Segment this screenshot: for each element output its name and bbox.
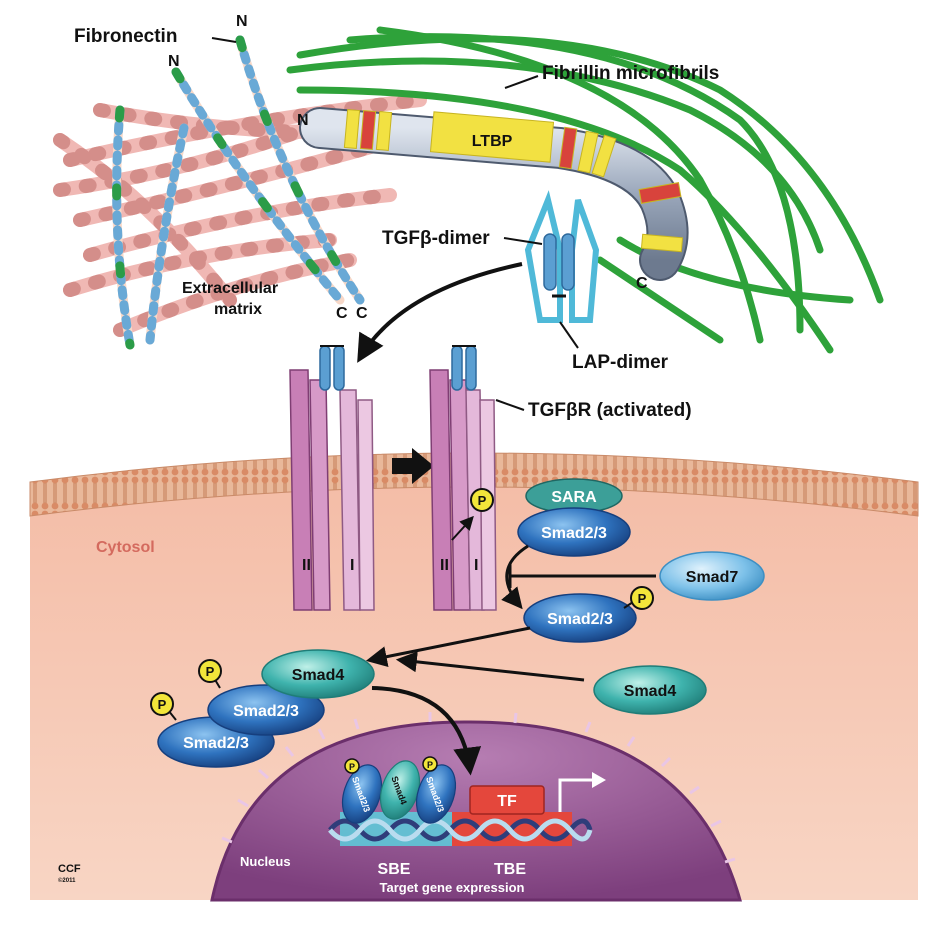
ltbp-n-terminal-label: N [297, 112, 309, 129]
dna-region [328, 812, 593, 846]
ltbp-protein: LTBP [299, 107, 689, 281]
lap-dimer-label: LAP-dimer [572, 352, 669, 373]
phospho-receptor-marker [470, 488, 494, 512]
ltbp-label: LTBP [472, 133, 513, 150]
complex-p-1: P [158, 697, 167, 712]
ccf-logo-year: ©2011 [58, 877, 76, 884]
cytosol-label: Cytosol [96, 539, 155, 556]
c-terminal-label-2: C [356, 305, 368, 322]
free-smad4: Smad4 [593, 665, 707, 715]
phospho-smad23-label: Smad2/3 [547, 611, 613, 628]
nuclear-pores [221, 712, 736, 864]
fibrillin-label: Fibrillin microfibrils [542, 63, 719, 84]
receptor-assembly-arrow [392, 448, 434, 484]
tbe-label: TBE [494, 861, 526, 878]
ltbp-c-terminal-label: C [636, 275, 648, 292]
complex-p-2: P [206, 664, 215, 679]
phospho-smad23-p: P [638, 591, 647, 606]
receptor-i-label: I [350, 557, 354, 574]
ltbp-bands [343, 109, 684, 253]
receptor-activated: II I P [429, 345, 497, 611]
smad23-sara-label: Smad2/3 [541, 525, 607, 542]
tgfb-dimer-label: TGFβ-dimer [382, 228, 490, 249]
receptor-i-label-active: I [474, 557, 478, 574]
smad7-label: Smad7 [686, 569, 739, 586]
ecm-label-line2: matrix [214, 301, 262, 318]
tgfbr-label: TGFβR (activated) [528, 400, 692, 421]
nuclear-translocation-arrow [371, 686, 482, 776]
n-terminal-label: N [236, 13, 248, 30]
ccf-logo-text: CCF [58, 863, 81, 875]
nuclear-smad-complex: Smad2/3 Smad4 Smad2/3 P P [341, 756, 457, 824]
fibronectin-strands [112, 35, 365, 350]
phospho-smad23: Smad2/3 P [523, 586, 654, 643]
cytoplasmic-smad-complex: Smad2/3 Smad2/3 Smad4 P P [150, 649, 375, 768]
sbe-label: SBE [378, 861, 411, 878]
complex-smad4-label: Smad4 [292, 667, 345, 684]
smad4-to-complex-arrow [395, 651, 585, 682]
target-gene-label: Target gene expression [380, 880, 525, 895]
c-terminal-label: C [336, 305, 348, 322]
sara-label: SARA [551, 489, 597, 506]
receptor-ii-label: II [302, 557, 311, 574]
transcription-factor: TF [469, 785, 545, 815]
transcription-start-arrow [558, 778, 596, 812]
smad7: Smad7 [659, 551, 765, 601]
sara-smad-complex: SARA Smad2/3 [517, 478, 631, 557]
smad-phosphorylation-arrow [501, 544, 529, 610]
fibronectin-label: Fibronectin [74, 26, 177, 47]
nuclear-p-1: P [349, 762, 355, 772]
latent-tgfb-complex [524, 190, 600, 323]
ccf-logo: CCF ©2011 [58, 863, 81, 884]
receptor-inactive: II I [289, 345, 375, 611]
nucleus-label: Nucleus [240, 854, 291, 869]
receptor-ii-label-active: II [440, 557, 449, 574]
nuclear-p-2: P [427, 760, 433, 770]
activation-arrow [357, 262, 523, 363]
free-smad4-label: Smad4 [624, 683, 677, 700]
complex-smad23-lower-label: Smad2/3 [183, 735, 249, 752]
tf-label: TF [497, 793, 517, 810]
ecm-label-line1: Extracellular [182, 280, 278, 297]
n-terminal-label-2: N [168, 53, 180, 70]
complex-smad23-upper-label: Smad2/3 [233, 703, 299, 720]
phospho-receptor-label: P [478, 493, 487, 508]
